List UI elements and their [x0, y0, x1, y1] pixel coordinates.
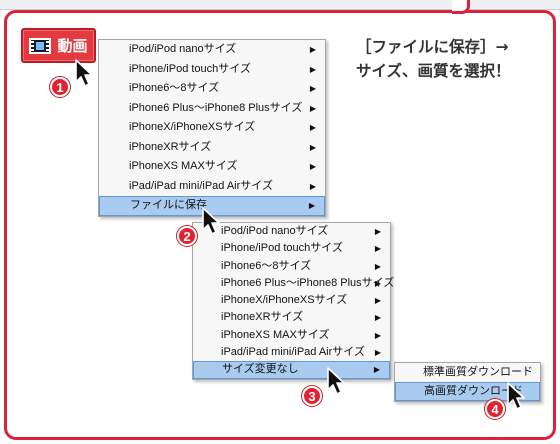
submenu-arrow-icon: ▶	[374, 348, 381, 358]
menu-item-save-to-file[interactable]: ファイルに保存▶	[99, 196, 325, 216]
submenu-save-size: iPod/iPod nanoサイズ▶ iPhone/iPod touchサイズ▶…	[192, 222, 394, 380]
menu-item-iphonexr[interactable]: iPhoneXRサイズ▶	[99, 138, 325, 158]
submenu-arrow-icon: ▶	[374, 278, 381, 288]
menu-item-iphone-plus[interactable]: iPhone6 Plus〜iPhone8 Plusサイズ▶	[99, 99, 325, 119]
menu-item-iphone-ipod-touch[interactable]: iPhone/iPod touchサイズ▶	[193, 240, 390, 257]
mouse-cursor-icon	[75, 59, 93, 87]
submenu-arrow-icon: ▶	[374, 330, 381, 340]
menu-item-no-resize[interactable]: サイズ変更なし▶	[193, 361, 390, 379]
submenu-arrow-icon: ▶	[374, 227, 381, 236]
submenu-arrow-icon: ▶	[309, 142, 316, 152]
step-badge-3: 3	[302, 386, 322, 406]
menu-item-iphone-ipod-touch[interactable]: iPhone/iPod touchサイズ▶	[99, 60, 325, 80]
menu-item-iphonexs-max[interactable]: iPhoneXS MAXサイズ▶	[193, 327, 390, 344]
mouse-cursor-icon	[202, 207, 220, 235]
step-badge-1: 1	[50, 77, 70, 97]
video-button[interactable]: 動画	[21, 28, 96, 63]
menu-item-iphonexs-max[interactable]: iPhoneXS MAXサイズ▶	[99, 157, 325, 177]
menu-item-ipod[interactable]: iPod/iPod nanoサイズ▶	[99, 40, 325, 60]
submenu-arrow-icon: ▶	[309, 181, 316, 191]
submenu-arrow-icon: ▶	[309, 64, 316, 74]
menu-item-iphone6-8[interactable]: iPhone6〜8サイズ▶	[99, 79, 325, 99]
callout-notch	[452, 0, 470, 14]
instruction-text: ［ファイルに保存］→ サイズ、画質を選択！	[356, 35, 546, 83]
submenu-arrow-icon: ▶	[373, 365, 380, 375]
submenu-arrow-icon: ▶	[309, 103, 316, 113]
step-badge-2: 2	[177, 226, 197, 246]
menu-item-ipod[interactable]: iPod/iPod nanoサイズ▶	[193, 223, 390, 240]
submenu-arrow-icon: ▶	[374, 244, 381, 254]
submenu-arrow-icon: ▶	[309, 123, 316, 132]
film-icon	[29, 37, 52, 54]
window-top-strip	[0, 0, 560, 10]
submenu-arrow-icon: ▶	[374, 313, 381, 323]
menu-item-iphone-plus[interactable]: iPhone6 Plus〜iPhone8 Plusサイズ▶	[193, 275, 394, 292]
mouse-cursor-icon	[507, 382, 525, 410]
submenu-arrow-icon: ▶	[309, 162, 316, 171]
menu-item-iphonex-xs[interactable]: iPhoneX/iPhoneXSサイズ▶	[193, 292, 390, 309]
context-menu-main: iPod/iPod nanoサイズ▶ iPhone/iPod touchサイズ▶…	[98, 39, 326, 217]
step-badge-4: 4	[485, 399, 505, 419]
instruction-line-2: サイズ、画質を選択！	[356, 62, 511, 80]
mouse-cursor-icon	[327, 367, 345, 395]
video-button-label: 動画	[57, 38, 88, 55]
menu-item-high-quality[interactable]: 高画質ダウンロード	[395, 382, 540, 401]
menu-item-ipad[interactable]: iPad/iPad mini/iPad Airサイズ▶	[193, 344, 390, 361]
menu-item-ipad[interactable]: iPad/iPad mini/iPad Airサイズ▶	[99, 177, 325, 197]
submenu-arrow-icon: ▶	[309, 45, 316, 54]
menu-item-standard-quality[interactable]: 標準画質ダウンロード	[423, 366, 533, 378]
submenu-arrow-icon: ▶	[374, 296, 381, 306]
menu-item-iphone6-8[interactable]: iPhone6〜8サイズ▶	[193, 258, 390, 275]
submenu-arrow-icon: ▶	[309, 84, 316, 93]
submenu-arrow-icon: ▶	[374, 261, 381, 271]
menu-item-iphonex-xs[interactable]: iPhoneX/iPhoneXSサイズ▶	[99, 118, 325, 138]
submenu-arrow-icon: ▶	[308, 201, 315, 210]
instruction-line-1: ［ファイルに保存］→	[356, 38, 509, 56]
menu-item-iphonexr[interactable]: iPhoneXRサイズ▶	[193, 309, 390, 326]
